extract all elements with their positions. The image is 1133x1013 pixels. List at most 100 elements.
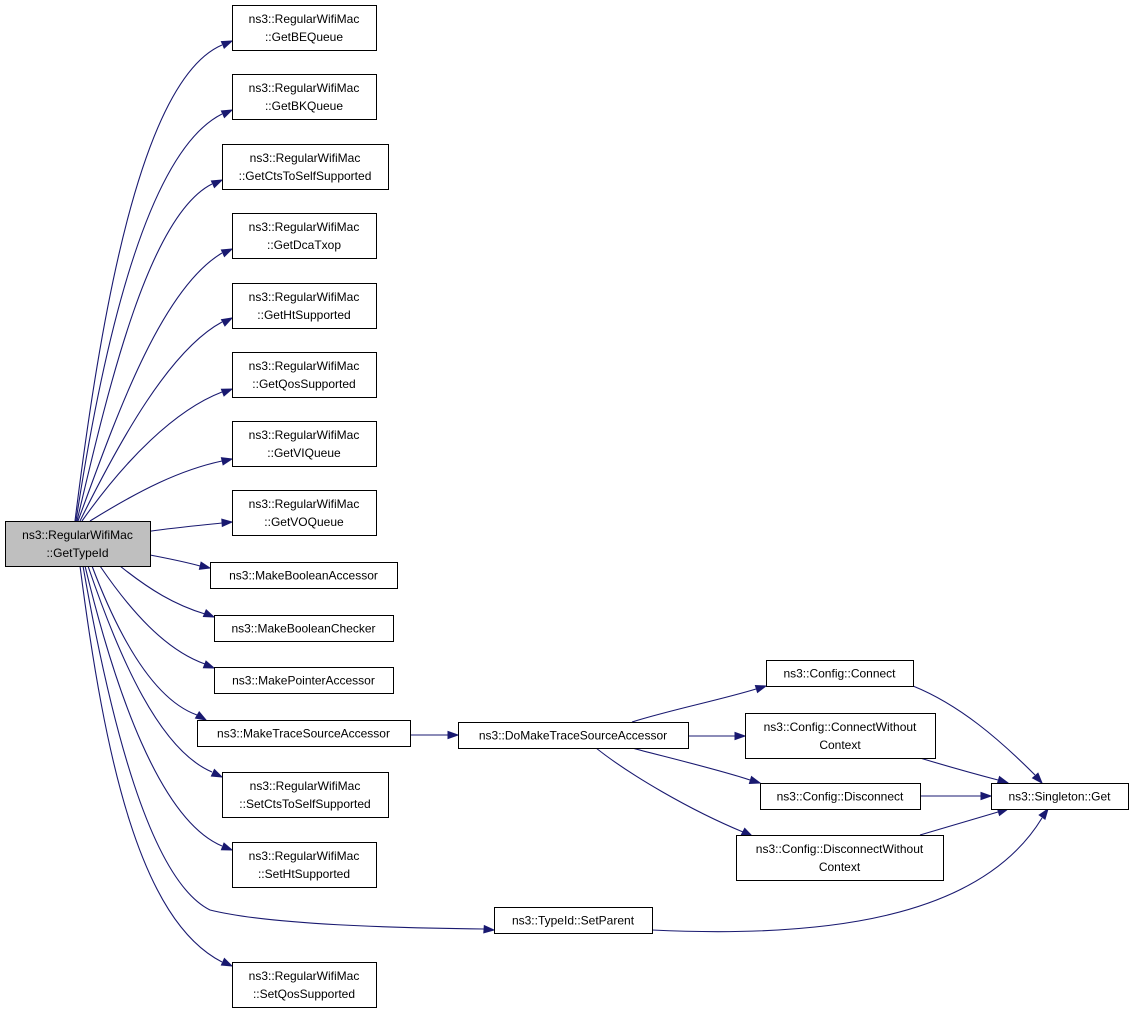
node-n-qos-set[interactable]: ns3::RegularWifiMac::SetQosSupported [232,962,377,1008]
edge-arrowhead [220,957,234,967]
node-n-qos-get[interactable]: ns3::RegularWifiMac::GetQosSupported [232,352,377,398]
node-box[interactable] [232,421,377,467]
edge-n_connect-to-n_singleton [912,685,1043,785]
node-box[interactable] [232,490,377,536]
node-box[interactable] [222,144,389,190]
edge-root-to-n_qos_set [79,565,234,967]
node-box[interactable] [766,660,914,687]
node-box[interactable] [458,722,689,749]
node-n-singleton[interactable]: ns3::Singleton::Get [991,783,1129,810]
node-box[interactable] [5,521,151,567]
node-label-line: ::GetVIQueue [267,446,341,460]
node-n-dca[interactable]: ns3::RegularWifiMac::GetDcaTxop [232,213,377,259]
node-box[interactable] [736,835,944,881]
node-label-line: ::GetCtsToSelfSupported [239,169,372,183]
edge-line [79,321,223,522]
node-n-be[interactable]: ns3::RegularWifiMac::GetBEQueue [232,5,377,51]
edge-arrowhead [220,388,234,397]
node-box[interactable] [745,713,936,759]
node-n-disconnect[interactable]: ns3::Config::Disconnect [760,783,921,810]
node-n-domake[interactable]: ns3::DoMakeTraceSourceAccessor [458,722,689,749]
edge-line [74,44,223,522]
edge-arrowhead [220,457,234,466]
node-box[interactable] [232,5,377,51]
node-label-line: ns3::RegularWifiMac [249,220,360,234]
node-label-line: Context [819,738,861,752]
edge-root-to-n_mba [144,553,212,570]
node-box[interactable] [232,352,377,398]
edge-arrowhead [980,791,993,801]
edge-arrowhead [220,317,234,327]
node-n-bk[interactable]: ns3::RegularWifiMac::GetBKQueue [232,74,377,120]
edge-line [77,252,223,522]
node-label-line: ::GetQosSupported [252,377,355,391]
edge-arrowhead [210,179,224,189]
node-label-line: ::GetTypeId [46,546,108,560]
node-label-line: ns3::Config::Disconnect [777,790,904,804]
node-n-connect[interactable]: ns3::Config::Connect [766,660,914,687]
edge-arrowhead [198,561,212,570]
edge-line [89,460,223,522]
node-n-cts-get[interactable]: ns3::RegularWifiMac::GetCtsToSelfSupport… [222,144,389,190]
edge-arrowhead [220,40,234,50]
node-box[interactable] [232,283,377,329]
node-box[interactable] [991,783,1129,810]
edge-root-to-n_ht_set [84,565,234,851]
node-box[interactable] [214,667,394,694]
edge-line [82,565,485,930]
node-box[interactable] [222,772,389,818]
node-n-vo[interactable]: ns3::RegularWifiMac::GetVOQueue [232,490,377,536]
edge-n_connect_wc-to-n_singleton [919,757,1010,785]
edge-arrowhead [734,731,747,741]
edge-n_domake-to-n_connect [631,684,768,723]
node-box[interactable] [494,907,653,934]
edge-root-to-n_mpa [99,565,216,669]
edge-line [651,817,1043,933]
node-n-setparent[interactable]: ns3::TypeId::SetParent [494,907,653,934]
node-n-mpa[interactable]: ns3::MakePointerAccessor [214,667,394,694]
node-n-ht-get[interactable]: ns3::RegularWifiMac::GetHtSupported [232,283,377,329]
edge-line [119,565,206,615]
edge-arrowhead [483,924,496,934]
node-n-cts-set[interactable]: ns3::RegularWifiMac::SetCtsToSelfSupport… [222,772,389,818]
node-box[interactable] [232,74,377,120]
edge-arrowhead [220,109,234,119]
edge-line [81,391,223,522]
node-n-ht-set[interactable]: ns3::RegularWifiMac::SetHtSupported [232,842,377,888]
edge-arrowhead [221,518,234,528]
node-box[interactable] [210,562,398,589]
node-box[interactable] [232,962,377,1008]
node-n-mtsa[interactable]: ns3::MakeTraceSourceAccessor [197,720,411,747]
edge-line [919,757,999,781]
edge-arrowhead [754,684,768,694]
node-label-line: ns3::Singleton::Get [1008,790,1111,804]
edge-n_setparent-to-n_singleton [651,807,1049,933]
node-box[interactable] [197,720,411,747]
node-box[interactable] [232,842,377,888]
edge-line [75,113,223,522]
node-n-mbc[interactable]: ns3::MakeBooleanChecker [214,615,394,642]
node-box[interactable] [214,615,394,642]
node-n-vi[interactable]: ns3::RegularWifiMac::GetVIQueue [232,421,377,467]
node-box[interactable] [760,783,921,810]
node-root[interactable]: ns3::RegularWifiMac::GetTypeId [5,521,151,567]
edge-root-to-n_qos_get [81,388,234,522]
node-label-line: ::SetQosSupported [253,987,355,1001]
edge-root-to-n_vo [144,518,234,533]
edge-line [87,565,213,773]
node-box[interactable] [232,213,377,259]
node-label-line: ns3::RegularWifiMac [249,81,360,95]
node-label-line: ::GetVOQueue [264,515,344,529]
node-label-line: ::GetBEQueue [265,30,343,44]
node-label-line: ns3::RegularWifiMac [250,779,361,793]
edge-root-to-n_be [74,40,234,522]
node-label-line: ns3::RegularWifiMac [22,528,133,542]
node-label-line: ns3::Config::DisconnectWithout [756,842,924,856]
edge-n_disconnect_wc-to-n_singleton [919,807,1010,836]
edge-root-to-n_bk [75,109,234,522]
node-label-line: Context [819,860,861,874]
node-n-mba[interactable]: ns3::MakeBooleanAccessor [210,562,398,589]
